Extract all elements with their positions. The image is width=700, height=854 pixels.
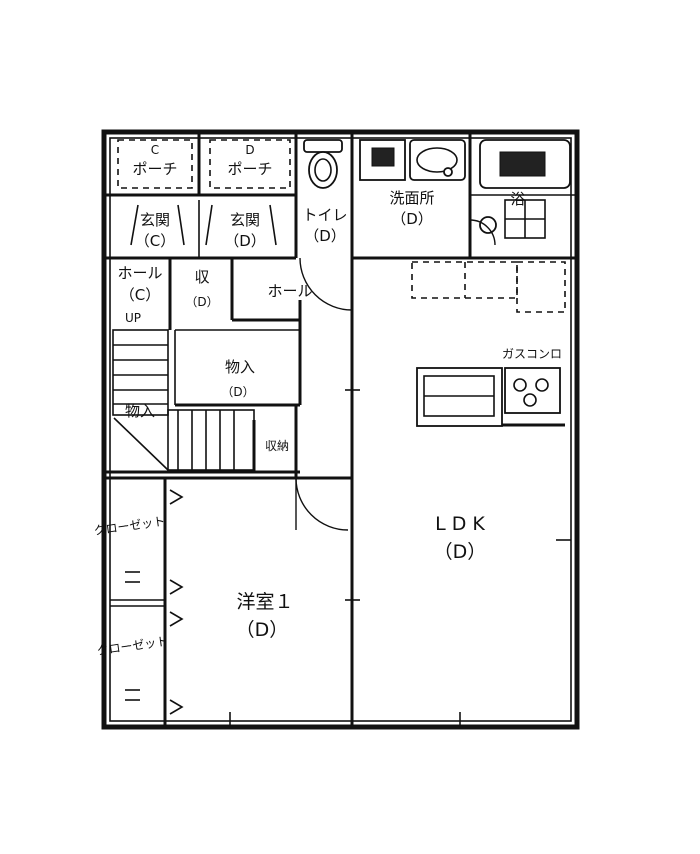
storage-right-label: 収納	[265, 439, 289, 453]
bath-label: 浴	[510, 190, 525, 208]
porch-c-label-2: ポーチ	[132, 160, 177, 178]
hall-c-label-2: （C）	[120, 286, 160, 304]
entrance-d-label-2: （D）	[224, 232, 266, 250]
toilet-label-1: トイレ	[302, 206, 347, 224]
stair-storage-label: 物入	[125, 402, 155, 420]
room-labels: C ポーチ D ポーチ 玄関 （C） 玄関 （D） トイレ （D） 洗面所 （D…	[93, 143, 562, 658]
staircase	[112, 329, 255, 471]
hall-c-label-1: ホール	[117, 264, 162, 282]
entrance-d-label-1: 玄関	[230, 211, 260, 229]
hall-d-label: ホール	[267, 282, 312, 300]
porch-c-label-1: C	[151, 143, 159, 157]
ldk-label-1: L D K	[435, 513, 485, 535]
interior-walls	[104, 132, 577, 727]
storage-small-label-1: 収	[194, 268, 209, 286]
porch-dashed-areas	[117, 139, 291, 189]
western-room-label-1: 洋室１	[236, 591, 293, 613]
ldk-label-2: （D）	[434, 541, 487, 563]
closet-marks	[125, 489, 184, 715]
hall-c-up-label: UP	[125, 311, 141, 325]
washroom-label-2: （D）	[391, 210, 433, 228]
storage-small-label-2: （D）	[185, 295, 218, 309]
ldk-ticks	[229, 389, 571, 727]
porch-d-label-1: D	[245, 143, 254, 157]
closet-in-label-1: 物入	[225, 358, 255, 376]
kitchen-counter	[416, 367, 561, 427]
entrance-steps	[130, 204, 277, 246]
toilet-label-2: （D）	[304, 227, 346, 245]
washroom-label-1: 洗面所	[389, 189, 434, 207]
washroom-fixtures	[359, 139, 466, 181]
entrance-c-label-1: 玄関	[140, 211, 170, 229]
entrance-c-label-2: （C）	[135, 232, 175, 250]
kitchen-dashed-cabinets	[411, 261, 566, 313]
gas-conro-label: ガスコンロ	[502, 347, 562, 361]
toilet-fixture	[303, 139, 343, 189]
bath-fixtures	[479, 139, 571, 239]
closet-in-label-2: （D）	[221, 385, 254, 399]
western-room-label-2: （D）	[236, 619, 289, 641]
door-swings	[295, 219, 496, 531]
porch-d-label-2: ポーチ	[227, 160, 272, 178]
closet-lower-label: クローゼット	[96, 634, 169, 658]
outer-walls	[101, 129, 580, 730]
